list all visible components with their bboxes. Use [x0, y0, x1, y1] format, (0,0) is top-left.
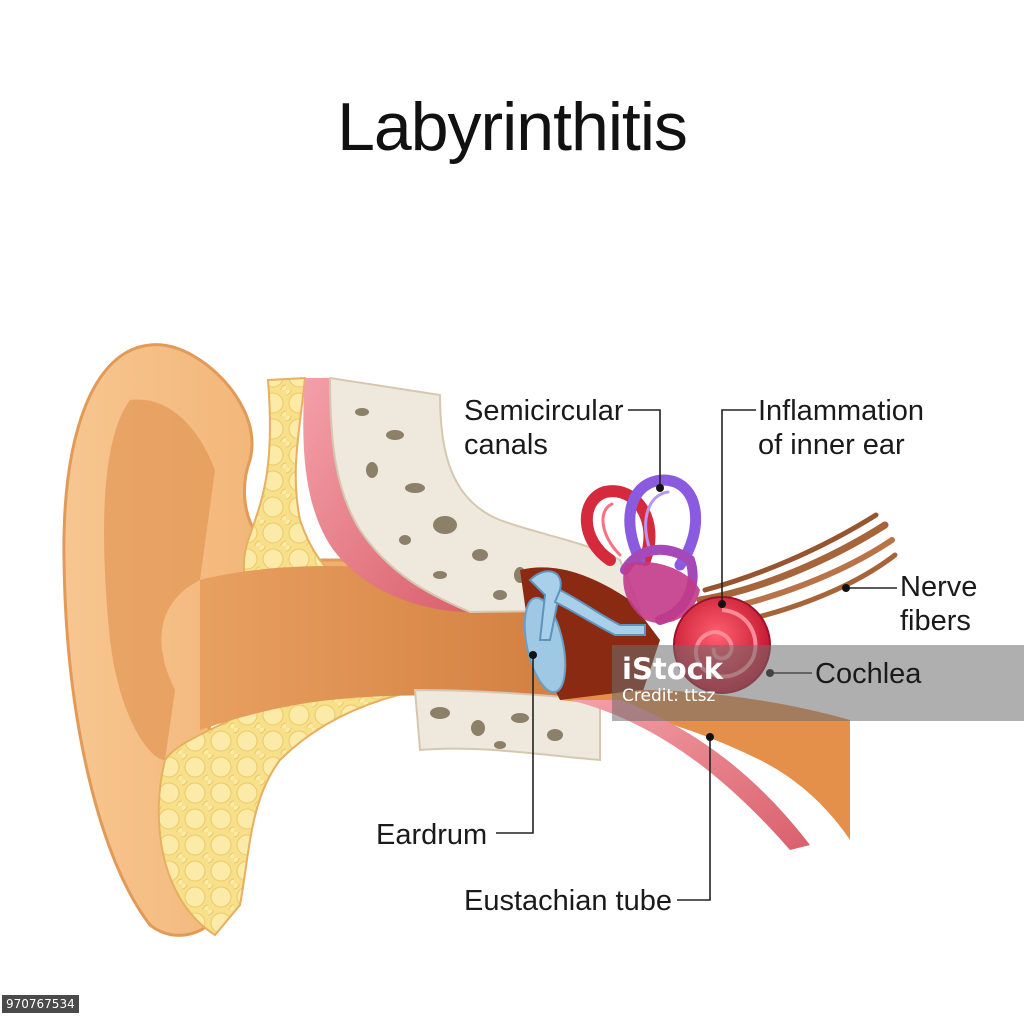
label-nerve-1: Nerve [900, 571, 978, 603]
eardrum-membrane [523, 596, 567, 694]
diagram-title: Labyrinthitis [337, 89, 688, 165]
temporal-bone-lower [413, 688, 601, 762]
label-semicircular-canals-1: Semicircular [464, 395, 624, 427]
label-inflammation-1: Inflammation [758, 395, 925, 427]
label-nerve-2: fibers [900, 605, 971, 637]
leader-lines [496, 409, 897, 901]
ossicles [523, 570, 646, 694]
eustachian-tube [560, 690, 850, 840]
watermark-band [612, 645, 1024, 721]
label-eardrum: Eardrum [376, 819, 488, 851]
vestibule [623, 561, 700, 624]
label-cochlea: Cochlea [815, 658, 922, 690]
bone-pores-lower [430, 707, 563, 749]
stock-id: 970767534 [2, 995, 79, 1013]
muscle-lower [570, 700, 810, 850]
label-inflammation-2: of inner ear [758, 429, 905, 461]
muscle-upper [303, 378, 470, 612]
watermark-logo: iStock [622, 652, 724, 686]
bone-pores-upper [355, 408, 569, 600]
label-semicircular-canals-2: canals [464, 429, 548, 461]
label-eustachian-tube: Eustachian tube [464, 885, 672, 917]
watermark-credit: Credit: ttsz [622, 686, 716, 706]
